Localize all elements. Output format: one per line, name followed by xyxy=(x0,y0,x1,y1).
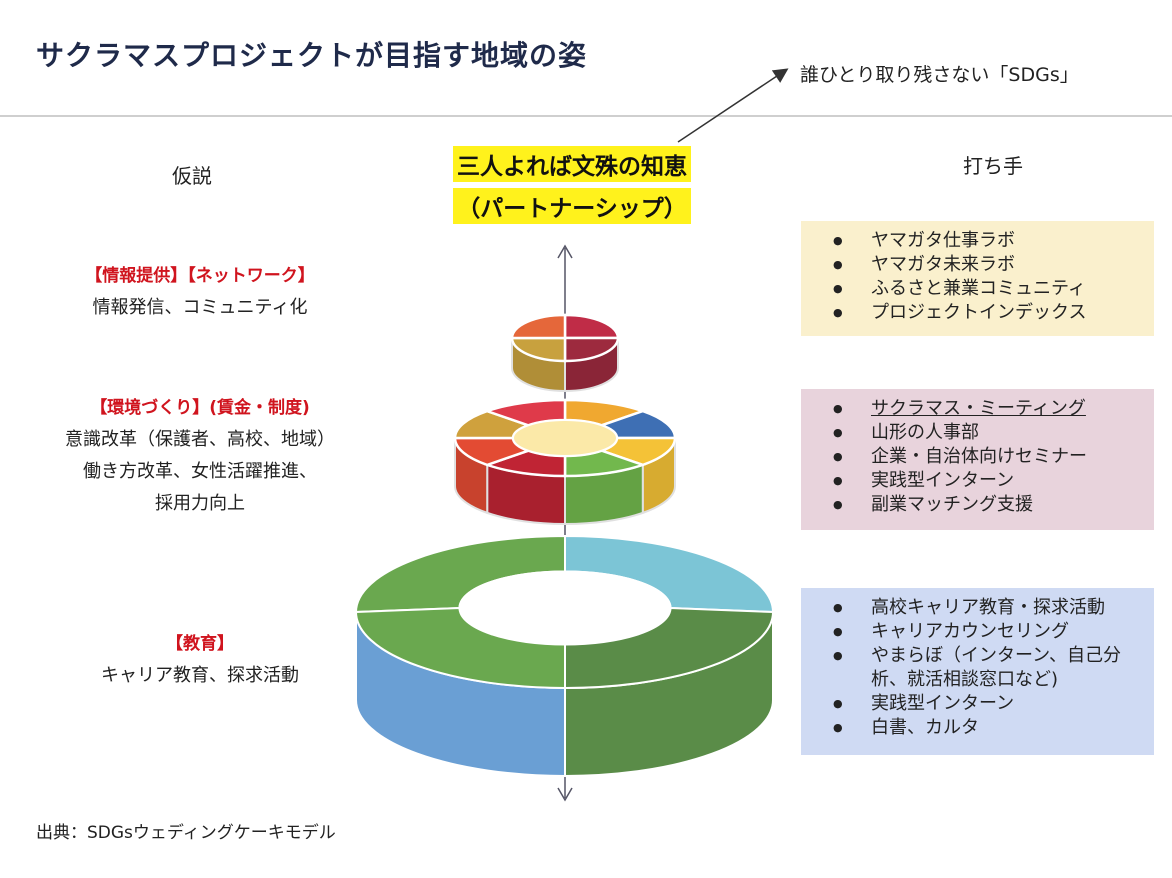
page-title: サクラマスプロジェクトが目指す地域の姿 xyxy=(36,39,588,72)
measure-item: 実践型インターン xyxy=(833,692,1144,716)
hypothesis-heading: 仮説 xyxy=(172,164,212,188)
sakuramasu-meeting-link[interactable]: サクラマス・ミーティング xyxy=(871,398,1086,419)
measure-item: ヤマガタ未来ラボ xyxy=(833,253,1144,277)
measure-item: 企業・自治体向けセミナー xyxy=(833,445,1144,469)
measure-item-link[interactable]: サクラマス・ミーティング xyxy=(833,397,1144,421)
measure-item: ふるさと兼業コミュニティ xyxy=(833,277,1144,301)
hypothesis-education: 【教育】 キャリア教育、探求活動 xyxy=(40,628,360,692)
hypothesis-line: 情報発信、コミュニティ化 xyxy=(92,297,308,318)
measure-item: 副業マッチング支援 xyxy=(833,493,1144,517)
hypothesis-environment: 【環境づくり】(賃金・制度) 意識改革（保護者、高校、地域） 働き方改革、女性活… xyxy=(40,392,360,520)
hypothesis-line: 働き方改革、女性活躍推進、 xyxy=(83,461,317,482)
measure-item: 山形の人事部 xyxy=(833,421,1144,445)
hypothesis-tag: 【教育】 xyxy=(166,634,234,654)
tier-top-segment xyxy=(563,336,620,363)
measure-item: キャリアカウンセリング xyxy=(833,620,1144,644)
sdgs-pointer-arrow xyxy=(677,68,789,143)
hypothesis-line: 意識改革（保護者、高校、地域） xyxy=(65,429,335,450)
tier-middle-hole xyxy=(512,419,618,457)
hypothesis-line: 採用力向上 xyxy=(155,493,245,514)
hypothesis-info-network: 【情報提供】【ネットワーク】 情報発信、コミュニティ化 xyxy=(40,260,360,324)
partnership-heading-line1: 三人よれば文殊の知恵 xyxy=(453,146,691,182)
hypothesis-tag: 【環境づくり】(賃金・制度) xyxy=(90,398,310,418)
hypothesis-tag: 【情報提供】【ネットワーク】 xyxy=(85,266,315,286)
measure-item: ヤマガタ仕事ラボ xyxy=(833,229,1144,253)
cake-tier-top xyxy=(510,313,620,393)
partnership-heading: 三人よれば文殊の知恵 （パートナーシップ） xyxy=(432,146,712,230)
tier-top-segment xyxy=(563,313,620,340)
measure-item: プロジェクトインデックス xyxy=(833,301,1144,325)
axis-arrow-up-icon xyxy=(557,244,573,259)
title-divider xyxy=(0,115,1172,117)
sdgs-note: 誰ひとり取り残さない「SDGs」 xyxy=(800,64,1079,86)
measure-item: 実践型インターン xyxy=(833,469,1144,493)
tier-top-segment xyxy=(510,336,567,363)
cake-tier-bottom xyxy=(354,534,775,778)
measures-heading: 打ち手 xyxy=(963,154,1023,178)
cake-tier-middle xyxy=(453,398,677,526)
partnership-heading-line2: （パートナーシップ） xyxy=(453,188,691,224)
measures-box-biosphere-top: ヤマガタ仕事ラボ ヤマガタ未来ラボ ふるさと兼業コミュニティ プロジェクトインデ… xyxy=(801,221,1154,336)
tier-top-segment xyxy=(510,313,567,340)
measure-item: 白書、カルタ xyxy=(833,716,1144,740)
measures-box-economy: 高校キャリア教育・探求活動 キャリアカウンセリング やまらぼ（インターン、自己分… xyxy=(801,588,1154,755)
measure-item: やまらぼ（インターン、自己分析、就活相談窓口など) xyxy=(833,644,1144,692)
measures-box-society: サクラマス・ミーティング 山形の人事部 企業・自治体向けセミナー 実践型インター… xyxy=(801,389,1154,530)
hypothesis-line: キャリア教育、探求活動 xyxy=(101,665,299,686)
axis-arrow-down-icon xyxy=(557,787,573,802)
measure-item: 高校キャリア教育・探求活動 xyxy=(833,596,1144,620)
source-note: 出典：SDGsウェディングケーキモデル xyxy=(36,823,336,843)
